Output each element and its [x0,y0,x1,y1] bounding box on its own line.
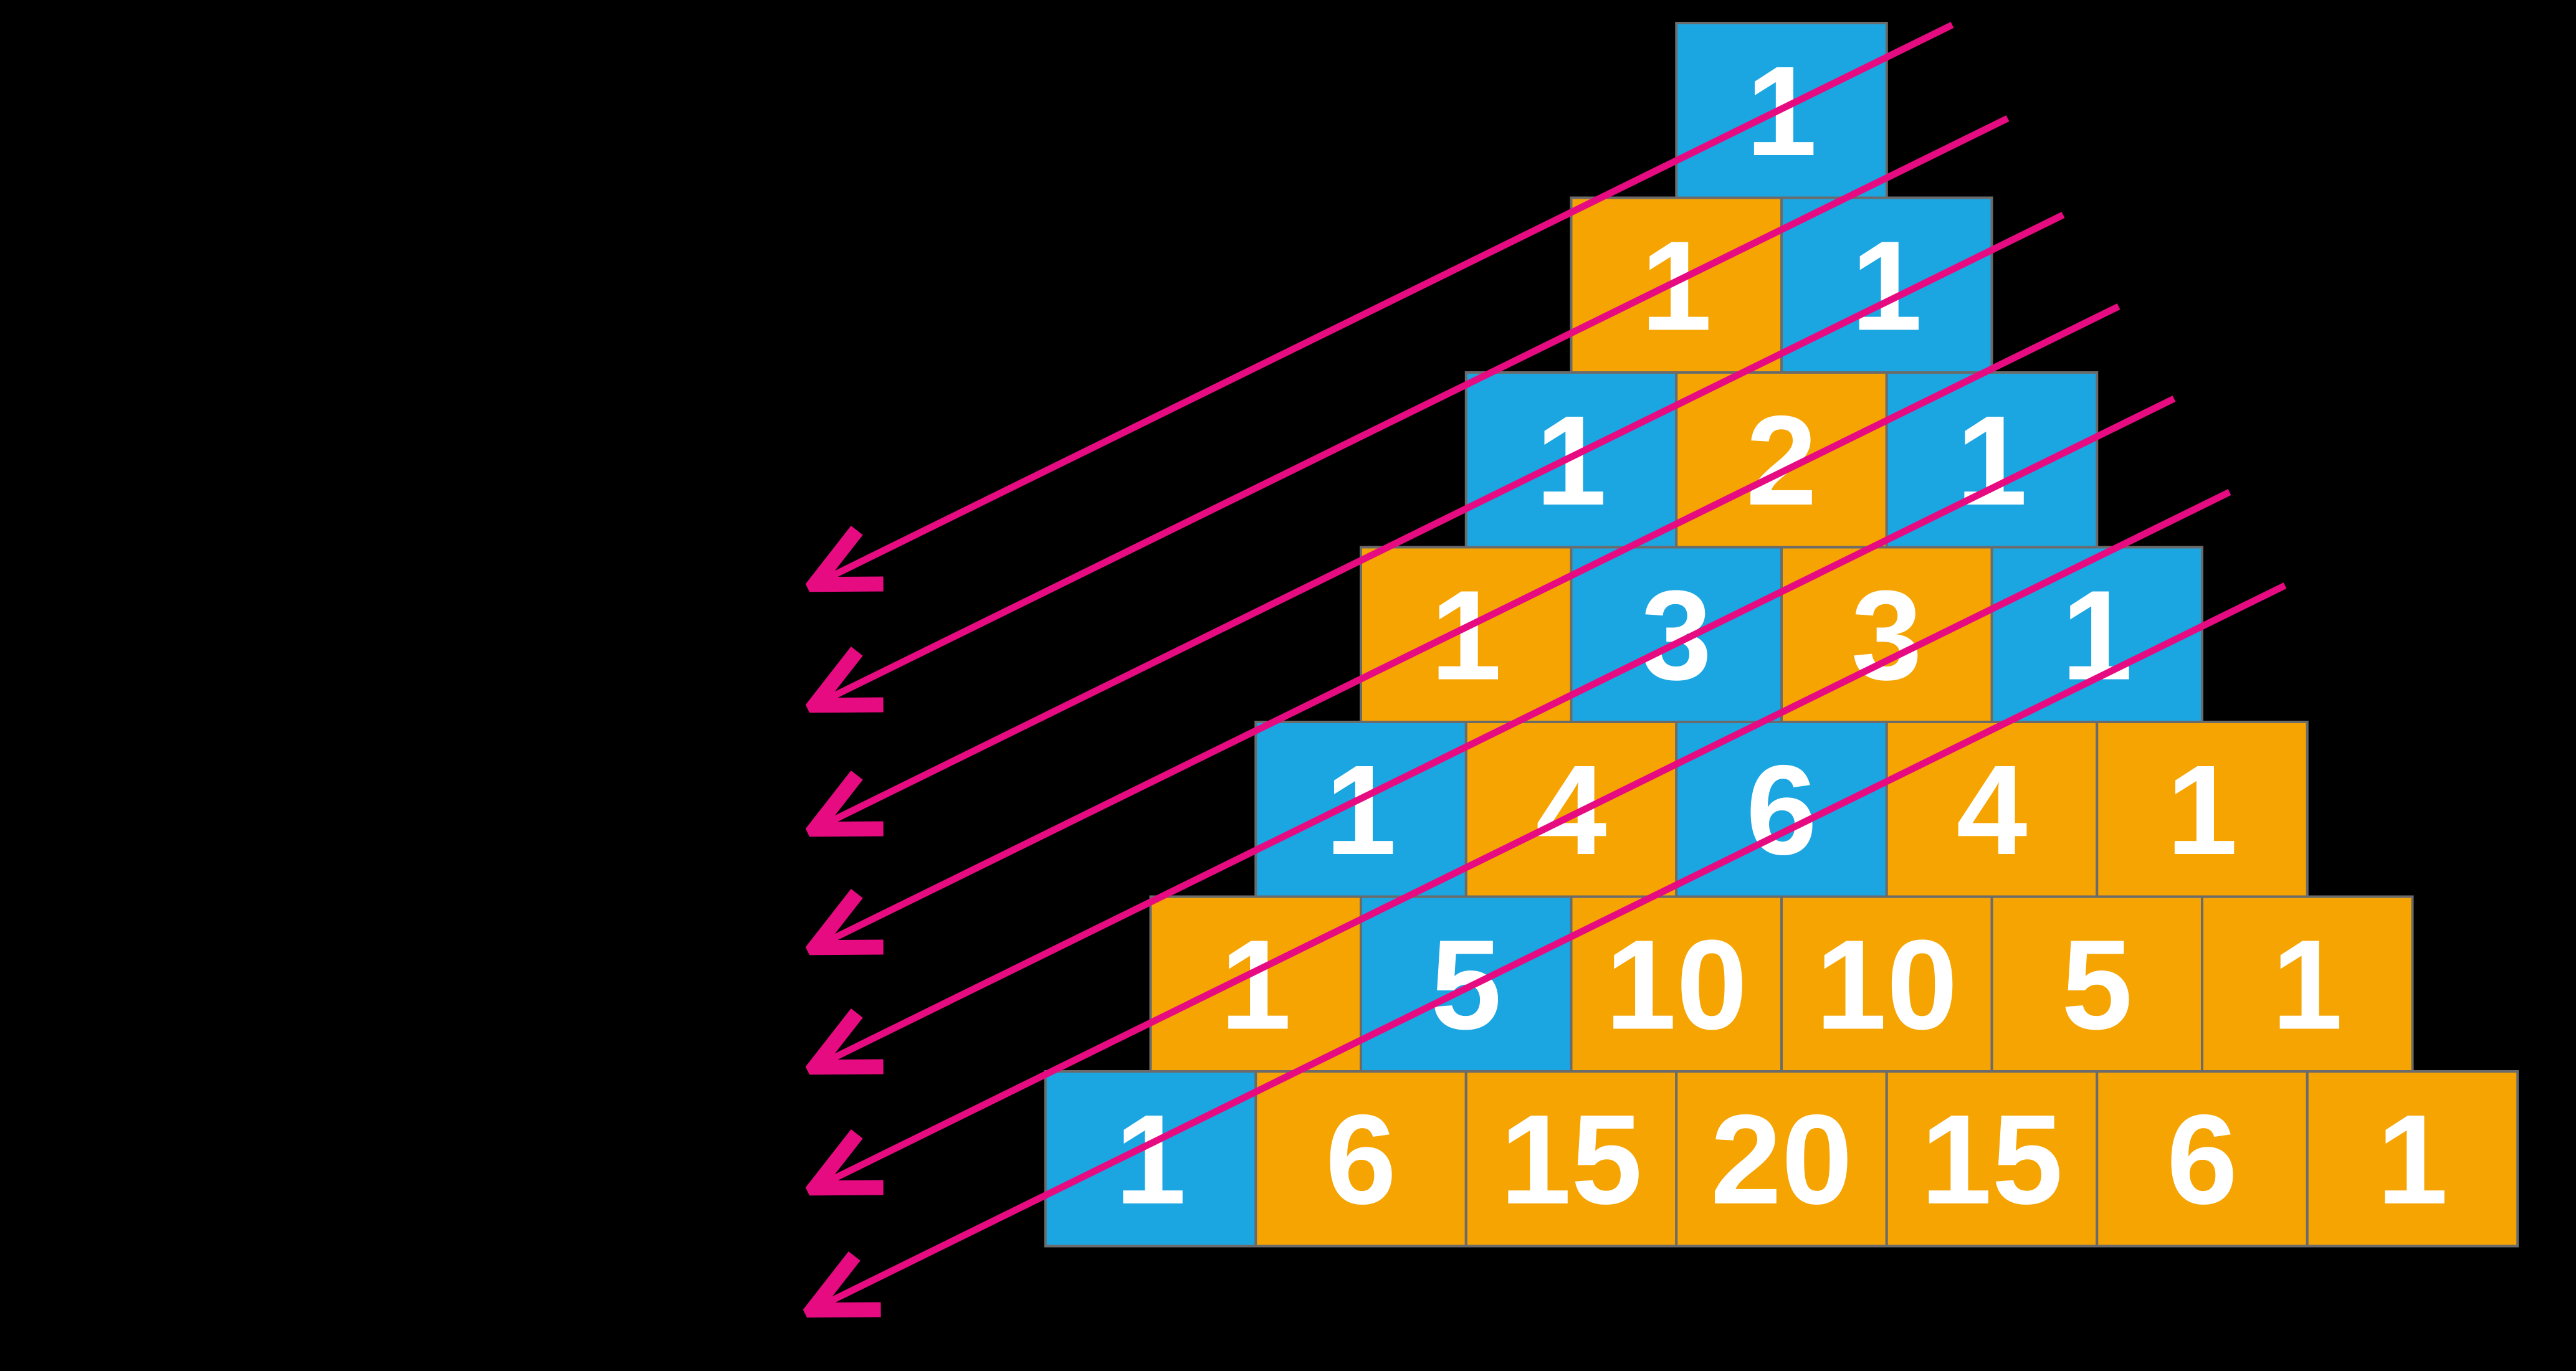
cell-value: 6 [2167,1088,2238,1231]
triangle-cell [1570,895,1783,1073]
triangle-cell [1254,1070,1467,1248]
diagonal-arrows-layer [818,22,2287,1307]
triangle-cell [2201,895,2414,1073]
cell-value: 1 [2167,739,2238,881]
cell-value: 3 [1851,564,1922,707]
cell-value: 1 [1956,389,2027,532]
triangle-cell [1675,1070,1888,1248]
cell-value: 10 [1605,914,1747,1056]
cell-value: 1 [2272,914,2343,1056]
triangle-cell [1780,196,1993,374]
cell-value: 15 [1500,1088,1642,1231]
diagonal-arrow [820,303,2120,945]
triangle-cell [1885,1070,2099,1248]
diagonal-arrow [820,115,2010,703]
triangle-cell [1360,895,1573,1073]
cell-value: 1 [2061,564,2132,707]
diagonal-arrow [820,212,2065,827]
cell-value: 3 [1641,564,1712,707]
cell-value: 20 [1710,1088,1853,1231]
cell-value: 1 [1115,1088,1186,1231]
triangle-cell [1149,895,1362,1073]
cell-value: 6 [1325,1088,1396,1231]
cell-value: 1 [2377,1088,2448,1231]
cell-value: 1 [1641,215,1712,358]
triangle-cell [2306,1070,2519,1248]
cell-values-layer: 111121133114641151010511615201561 [1115,40,2448,1231]
triangle-cell [1360,546,1573,723]
triangle-cell [1885,721,2099,898]
triangle-cell [1570,546,1783,723]
cell-value: 1 [1431,564,1502,707]
diagonal-arrow [820,489,2231,1185]
cell-value: 10 [1816,914,1958,1056]
cell-value: 4 [1956,739,2027,881]
cell-value: 5 [2061,914,2132,1056]
diagonal-arrow [820,396,2176,1065]
triangle-cell [1780,895,1993,1073]
triangle-cell [1464,721,1678,898]
triangle-cell [1990,895,2203,1073]
diagonal-arrow [820,22,1954,582]
triangle-cell [1990,546,2203,723]
triangle-cell [2096,721,2309,898]
triangle-cell [1044,1070,1257,1248]
cell-value: 1 [1851,215,1922,358]
diagonal-arrow [818,582,2287,1307]
cell-value: 6 [1746,739,1817,881]
triangle-cell [1464,1070,1678,1248]
cell-value: 15 [1920,1088,2063,1231]
cell-value: 4 [1535,739,1606,881]
